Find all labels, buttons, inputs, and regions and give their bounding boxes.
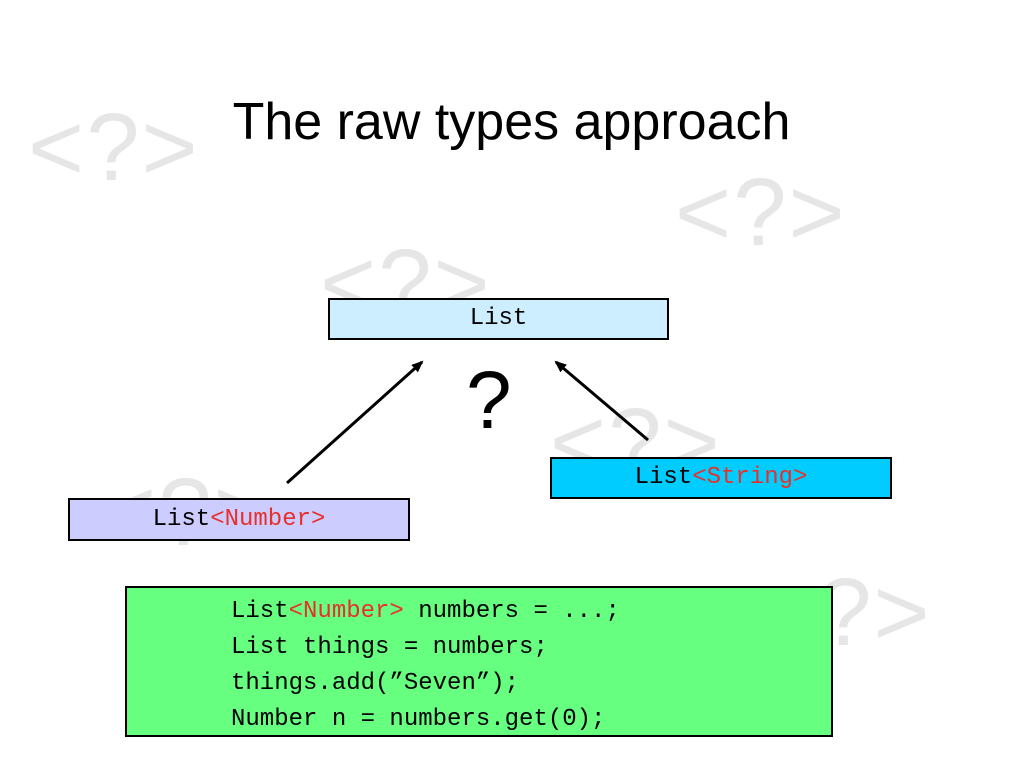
list-box: List bbox=[328, 298, 669, 340]
arrow-string-to-list bbox=[554, 360, 649, 442]
list-string-box: List<String> bbox=[550, 457, 892, 499]
list-number-box: List<Number> bbox=[68, 498, 410, 541]
code-line-1-param: <Number> bbox=[288, 598, 404, 625]
list-box-label: List bbox=[469, 305, 528, 332]
code-line-1: List<Number> numbers = ...; bbox=[231, 594, 831, 630]
code-block: List<Number> numbers = ...; List things … bbox=[125, 586, 833, 737]
watermark-glyph: <?> bbox=[675, 159, 847, 266]
question-mark: ? bbox=[466, 355, 512, 446]
list-string-base: List bbox=[634, 464, 693, 491]
slide-title: The raw types approach bbox=[232, 93, 791, 151]
watermark-glyph: <?> bbox=[28, 94, 200, 201]
arrow-number-to-list bbox=[285, 360, 424, 485]
list-string-param: <String> bbox=[692, 464, 808, 491]
code-line-1-type: List bbox=[231, 598, 289, 625]
code-line-4: Number n = numbers.get(0); bbox=[231, 706, 606, 733]
list-number-param: <Number> bbox=[210, 506, 326, 533]
code-line-2: List things = numbers; bbox=[231, 634, 548, 661]
list-number-base: List bbox=[152, 506, 211, 533]
code-line-1-rest: numbers = ...; bbox=[403, 598, 620, 625]
code-line-3: things.add(”Seven”); bbox=[231, 670, 520, 697]
